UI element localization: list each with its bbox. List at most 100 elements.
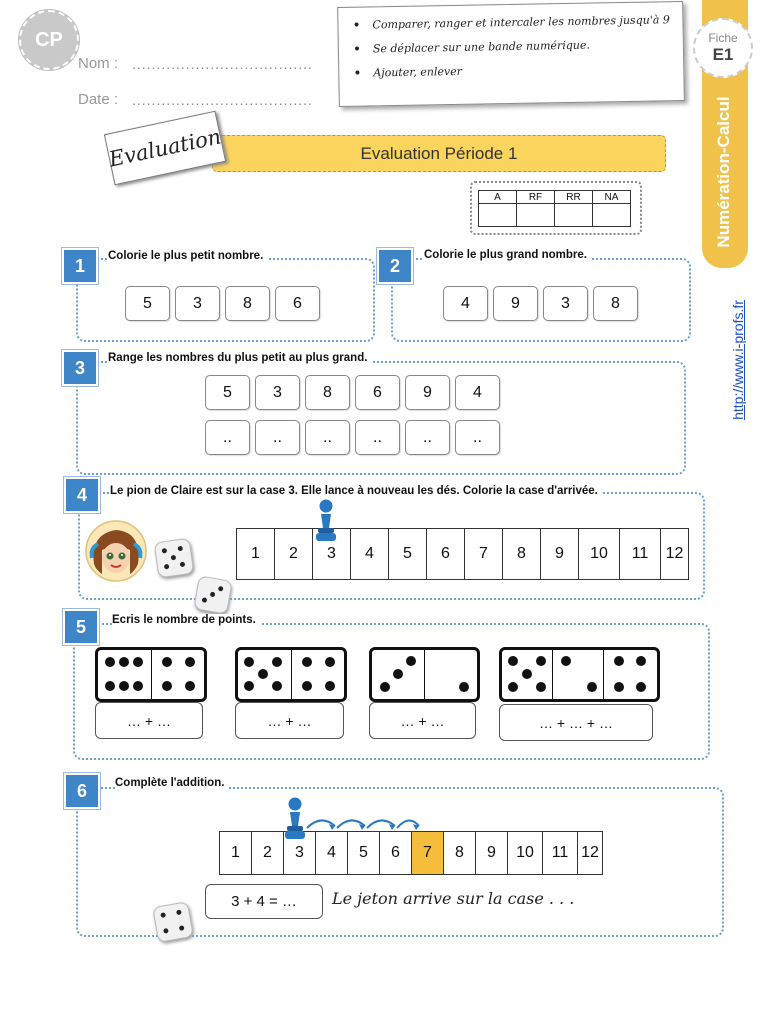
- strip-cell[interactable]: 3: [313, 529, 351, 579]
- answer-box[interactable]: ..: [205, 420, 250, 455]
- equation-box[interactable]: 3 + 4 = …: [205, 884, 323, 919]
- exercise-number: 1: [62, 248, 98, 284]
- exercise-6: [76, 787, 724, 937]
- fiche-badge: Fiche E1: [693, 18, 753, 78]
- answer-box[interactable]: ..: [255, 420, 300, 455]
- number-box[interactable]: 9: [493, 286, 538, 321]
- exercise-number: 2: [377, 248, 413, 284]
- domino-icon: [499, 647, 660, 702]
- grade-box: A RF RR NA: [470, 181, 642, 235]
- grade-cell[interactable]: [516, 203, 555, 227]
- number-box[interactable]: 6: [275, 286, 320, 321]
- exercise-3: [76, 361, 686, 475]
- level-badge: CP: [19, 10, 79, 70]
- banner-title: Evaluation Période 1: [212, 135, 666, 172]
- evaluation-card: Evaluation: [103, 110, 227, 186]
- number-box[interactable]: 4: [455, 375, 500, 410]
- strip-cell[interactable]: 12: [665, 545, 684, 562]
- number-box[interactable]: 5: [205, 375, 250, 410]
- number-box[interactable]: 8: [225, 286, 270, 321]
- fiche-code: E1: [712, 45, 734, 64]
- exercise-instruction: Range les nombres du plus petit au plus …: [108, 352, 372, 364]
- answer-box[interactable]: … + …: [235, 702, 344, 739]
- strip-cell[interactable]: 1: [237, 529, 275, 579]
- date-label: Date :: [78, 91, 119, 108]
- strip-cell[interactable]: 10: [508, 832, 543, 874]
- exercise-instruction: Complète l'addition.: [115, 777, 229, 789]
- number-box[interactable]: 6: [355, 375, 400, 410]
- grade-cell[interactable]: [478, 203, 517, 227]
- grade-col: RF: [516, 190, 555, 204]
- number-box[interactable]: 8: [305, 375, 350, 410]
- domino-icon: [369, 647, 480, 702]
- grade-col: RR: [554, 190, 593, 204]
- site-link[interactable]: http://www.i-profs.fr: [730, 300, 746, 420]
- dice-icon: [193, 575, 233, 615]
- grade-cell[interactable]: [554, 203, 593, 227]
- girl-avatar-icon: [84, 520, 148, 582]
- strip-cell[interactable]: 6: [427, 529, 465, 579]
- answer-box[interactable]: … + … + …: [499, 704, 653, 741]
- domino-icon: [235, 647, 347, 702]
- answer-box[interactable]: … + …: [95, 702, 203, 739]
- strip-cell[interactable]: 6: [380, 832, 412, 874]
- fiche-label: Fiche: [708, 31, 738, 45]
- number-box[interactable]: 4: [443, 286, 488, 321]
- grade-cell[interactable]: [592, 203, 631, 227]
- date-field[interactable]: .....................................: [132, 92, 313, 108]
- number-box[interactable]: 3: [175, 286, 220, 321]
- strip-cell[interactable]: 3: [284, 832, 316, 874]
- strip-cell[interactable]: 8: [503, 529, 541, 579]
- strip-cell[interactable]: 9: [476, 832, 508, 874]
- strip-cell[interactable]: 2: [275, 529, 313, 579]
- grade-col: NA: [592, 190, 631, 204]
- strip-cell[interactable]: 8: [444, 832, 476, 874]
- exercise-5: [73, 623, 710, 760]
- objective-item: Ajouter, enlever: [373, 56, 683, 85]
- dice-icon: [153, 537, 195, 579]
- name-label: Nom :: [78, 55, 119, 72]
- answer-box[interactable]: ..: [305, 420, 350, 455]
- name-field[interactable]: .....................................: [132, 56, 313, 72]
- number-box[interactable]: 5: [125, 286, 170, 321]
- exercise-number: 4: [64, 477, 100, 513]
- strip-cell[interactable]: 9: [541, 529, 579, 579]
- objectives-card: Comparer, ranger et intercaler les nombr…: [337, 0, 685, 108]
- strip-cell-highlighted[interactable]: 7: [412, 832, 444, 874]
- exercise-number: 3: [62, 350, 98, 386]
- pawn-icon: [284, 796, 306, 842]
- number-box[interactable]: 3: [543, 286, 588, 321]
- answer-box[interactable]: … + …: [369, 702, 476, 739]
- side-title: Numération-Calcul: [714, 96, 733, 248]
- strip-cell[interactable]: 11: [543, 832, 578, 874]
- exercise-instruction: Le pion de Claire est sur la case 3. Ell…: [110, 485, 602, 497]
- number-box[interactable]: 3: [255, 375, 300, 410]
- strip-cell[interactable]: 1: [220, 832, 252, 874]
- strip-cell[interactable]: 4: [316, 832, 348, 874]
- jump-arrows-icon: [303, 810, 423, 834]
- strip-cell[interactable]: 11: [620, 529, 661, 579]
- strip-cell[interactable]: 4: [351, 529, 389, 579]
- number-box[interactable]: 9: [405, 375, 450, 410]
- strip-cell[interactable]: 7: [465, 529, 503, 579]
- strip-cell[interactable]: 10: [579, 529, 620, 579]
- strip-cell[interactable]: 12: [581, 844, 599, 861]
- exercise-number: 5: [63, 609, 99, 645]
- answer-box[interactable]: ..: [355, 420, 400, 455]
- pawn-icon: [315, 498, 337, 544]
- domino-icon: [95, 647, 207, 702]
- answer-sentence: Le jeton arrive sur la case . . .: [332, 889, 575, 908]
- dice-icon: [152, 901, 194, 943]
- answer-box[interactable]: ..: [455, 420, 500, 455]
- strip-cell[interactable]: 5: [348, 832, 380, 874]
- grade-col: A: [478, 190, 517, 204]
- strip-cell[interactable]: 2: [252, 832, 284, 874]
- exercise-2: [391, 258, 691, 342]
- exercise-instruction: Colorie le plus grand nombre.: [424, 249, 591, 261]
- number-strip: 1 2 3 4 5 6 7 8 9 10 11 12: [219, 831, 603, 875]
- strip-cell[interactable]: 5: [389, 529, 427, 579]
- number-box[interactable]: 8: [593, 286, 638, 321]
- answer-box[interactable]: ..: [405, 420, 450, 455]
- exercise-instruction: Colorie le plus petit nombre.: [108, 250, 268, 262]
- exercise-number: 6: [64, 773, 100, 809]
